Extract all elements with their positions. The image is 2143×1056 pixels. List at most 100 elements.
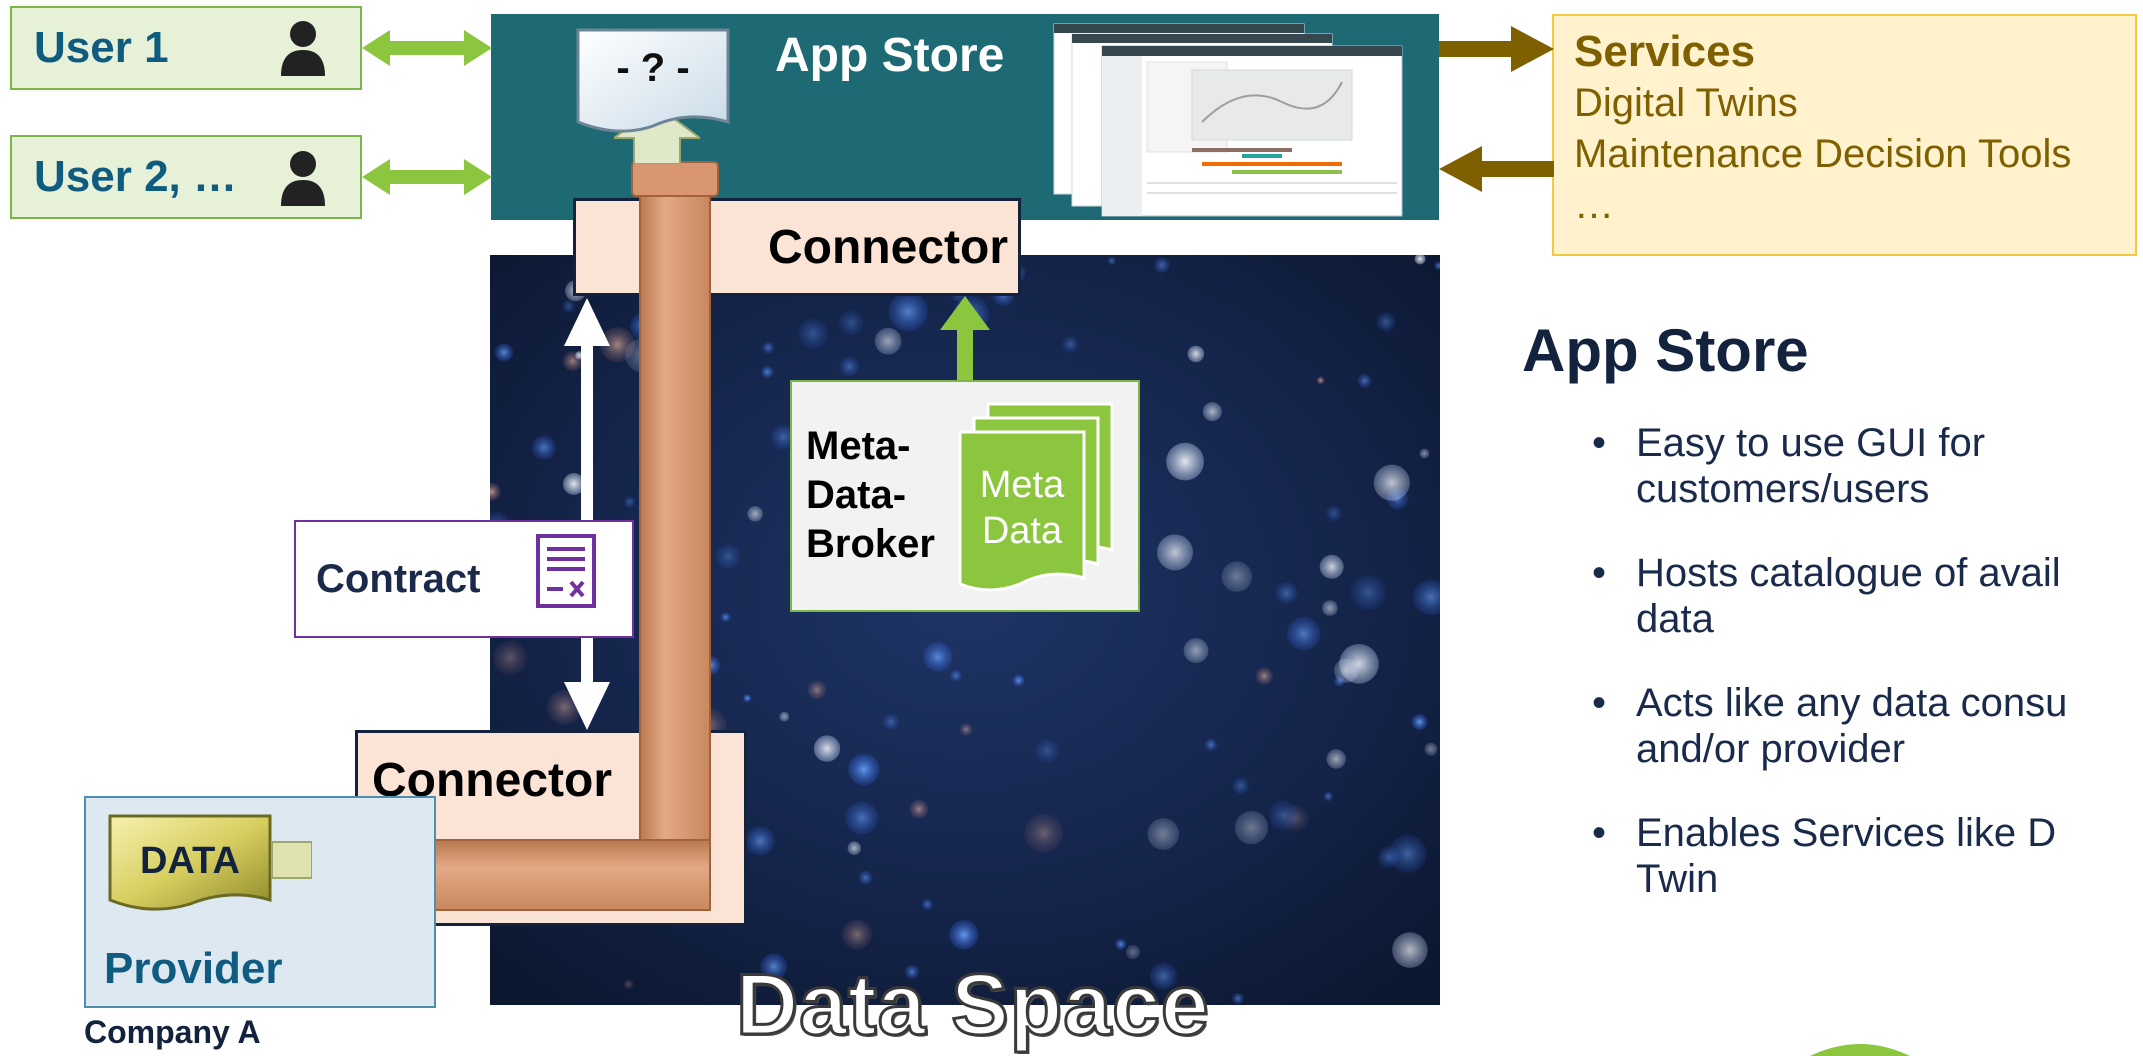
bokeh-light (1424, 742, 1438, 756)
bokeh-light (745, 826, 775, 856)
bokeh-light (839, 356, 860, 377)
bullet-line: Enables Services like D (1636, 811, 2057, 855)
bokeh-light (494, 343, 514, 362)
bokeh-light (1126, 945, 1140, 959)
bullet-line: Acts like any data consu (1636, 681, 2068, 725)
bullet-line: Twin (1636, 857, 1719, 901)
bokeh-light (1157, 534, 1193, 571)
bokeh-light (1062, 336, 1079, 353)
bokeh-light (921, 898, 934, 910)
bokeh-light (563, 473, 585, 495)
bokeh-light (1413, 579, 1440, 616)
bokeh-light (959, 723, 973, 736)
services-box: Services Digital Twins Maintenance Decis… (1552, 14, 2137, 256)
services-item: Digital Twins (1574, 81, 1798, 125)
broker-label: Meta- Data- Broker (806, 422, 935, 569)
user-1-arrow (362, 30, 492, 66)
bokeh-light (841, 919, 873, 950)
person-icon (281, 151, 325, 206)
bullet-item: Hosts catalogue of avail data (1592, 550, 2143, 642)
bokeh-light (762, 341, 775, 354)
bullet-line: customers/users (1636, 467, 1930, 511)
bokeh-light (1275, 582, 1298, 604)
to-services-arrow (1439, 26, 1554, 72)
bokeh-light (1024, 813, 1064, 853)
bokeh-light (1323, 791, 1334, 802)
bokeh-light (561, 299, 576, 314)
company-label: Company A (84, 1014, 261, 1050)
metadata-document-stack-icon (958, 402, 1114, 592)
bokeh-light (720, 612, 731, 623)
bokeh-light (882, 713, 900, 730)
bokeh-light (1434, 261, 1440, 270)
broker-label-line: Broker (806, 522, 935, 566)
bokeh-light (1411, 714, 1428, 730)
user-2-label: User 2, … (34, 152, 237, 201)
broker-up-arrow (940, 296, 990, 380)
person-icon (281, 21, 325, 76)
bokeh-light (490, 482, 501, 501)
bokeh-light (1419, 448, 1430, 459)
bokeh-light (1035, 738, 1059, 763)
side-panel-bullets: Easy to use GUI for customers/users Host… (1592, 420, 2143, 940)
bokeh-light (847, 841, 861, 855)
bokeh-light (1392, 932, 1428, 968)
bokeh-light (888, 292, 928, 332)
bokeh-light (838, 310, 864, 336)
bokeh-light (1255, 667, 1273, 685)
bokeh-light (1319, 554, 1344, 579)
data-label: DATA (140, 840, 240, 882)
bokeh-light (1154, 257, 1170, 273)
bokeh-light (798, 318, 828, 349)
bokeh-light (1232, 777, 1250, 795)
bokeh-light (760, 953, 788, 981)
bokeh-light (747, 506, 763, 522)
user-1-label: User 1 (34, 23, 169, 72)
bokeh-light (1204, 738, 1218, 751)
side-panel-title: App Store (1522, 317, 1809, 384)
bullet-line: Hosts catalogue of avail (1636, 551, 2061, 595)
bokeh-light (1187, 345, 1205, 363)
bullet-line: Easy to use GUI for (1636, 421, 1986, 465)
bokeh-light (909, 799, 929, 819)
bokeh-light (1376, 312, 1396, 332)
bullet-line: data (1636, 597, 1714, 641)
bokeh-light (1322, 600, 1338, 616)
broker-label-line: Meta- (806, 424, 911, 468)
bokeh-light (1202, 402, 1222, 422)
bokeh-light (779, 711, 790, 722)
bokeh-light (1373, 464, 1410, 501)
services-item: … (1574, 183, 1614, 227)
bokeh-light (874, 327, 902, 355)
corner-green-circle (1810, 1044, 1910, 1056)
top-connector-label: Connector (768, 220, 1008, 274)
bokeh-light (1357, 373, 1372, 388)
app-store-title: App Store (775, 29, 1005, 82)
pipe-up-arrow (614, 106, 700, 164)
from-services-arrow (1439, 146, 1554, 192)
bokeh-light (1414, 255, 1426, 265)
bokeh-light (923, 641, 953, 672)
data-space-label: Data Space (735, 956, 1211, 1055)
broker-label-line: Data- (806, 473, 907, 517)
bokeh-light (1286, 617, 1321, 651)
contract-label: Contract (316, 556, 481, 601)
bullet-item: Easy to use GUI for customers/users (1592, 420, 2143, 512)
bokeh-light (1316, 376, 1325, 385)
connector-link-arrow (564, 298, 610, 730)
doc-line: Data (981, 510, 1063, 552)
contract-document-icon (536, 534, 596, 608)
bokeh-light (1166, 442, 1204, 481)
bokeh-light (1232, 992, 1244, 1005)
bokeh-light (1325, 505, 1342, 522)
bokeh-light (1234, 810, 1269, 845)
bokeh-light (1147, 818, 1179, 850)
bokeh-light (492, 640, 528, 676)
services-title: Services (1574, 27, 1756, 76)
bokeh-light (623, 496, 636, 508)
bokeh-light (1350, 574, 1387, 611)
user-2-arrow (362, 159, 492, 195)
query-label: - ? - (616, 46, 690, 90)
bokeh-light (1334, 658, 1359, 683)
